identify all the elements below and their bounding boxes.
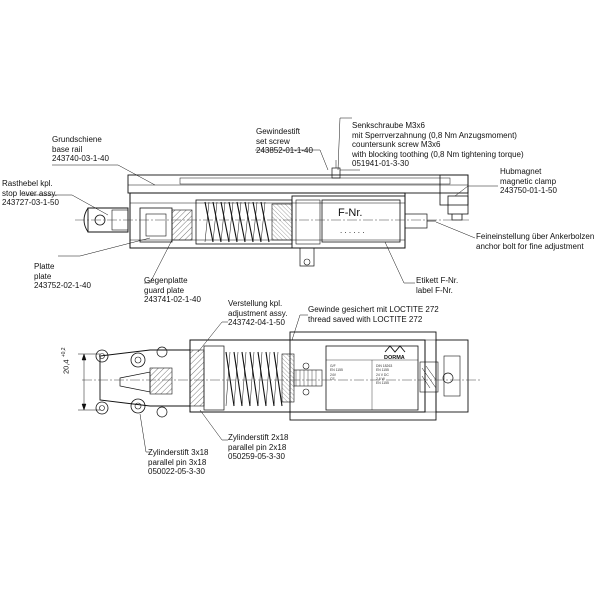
stop-lever bbox=[87, 207, 129, 233]
label-gegenplatte: Gegenplatte guard plate 243741-02-1-40 bbox=[144, 276, 201, 304]
leader-lines-top bbox=[24, 117, 498, 284]
dorma-logo-mark bbox=[384, 345, 406, 353]
label-zylinderstift-2x18: Zylinderstift 2x18 parallel pin 2x18 050… bbox=[228, 433, 289, 461]
fnr-label-box bbox=[321, 199, 401, 243]
label-gewinde: Gewinde gesichert mit LOCTITE 272 thread… bbox=[308, 305, 439, 324]
fnr-title: F-Nr. bbox=[338, 207, 363, 219]
leader-lines-bottom bbox=[139, 314, 308, 453]
label-zylinderstift-3x18: Zylinderstift 3x18 parallel pin 3x18 050… bbox=[148, 448, 209, 476]
label-etikett: Etikett F-Nr. label F-Nr. bbox=[416, 276, 459, 295]
spring-top bbox=[204, 201, 270, 243]
dimension-20-4 bbox=[78, 353, 100, 411]
label-senkschraube: Senkschraube M3x6 mit Sperrverzahnung (0… bbox=[352, 121, 524, 168]
label-hubmagnet: Hubmagnet magnetic clamp 243750-01-1-50 bbox=[500, 167, 557, 195]
top-rail bbox=[179, 177, 451, 185]
nameplate-brand: DORMA bbox=[384, 355, 405, 361]
top-view bbox=[75, 160, 470, 267]
spring-bottom bbox=[225, 351, 283, 407]
label-feineinstellung: Feineinstellung über Ankerbolzen anchor … bbox=[476, 232, 595, 251]
fnr-dots: . . . . . . bbox=[340, 226, 365, 235]
label-gewindestift: Gewindestift set screw 243852-01-1-40 bbox=[256, 127, 313, 155]
label-verstellung: Verstellung kpl. adjustment assy. 243742… bbox=[228, 299, 288, 327]
dimension-text: 20,4 +0,2 bbox=[61, 347, 71, 374]
label-platte: Platte plate 243752-02-1-40 bbox=[34, 262, 91, 290]
bottom-view bbox=[82, 331, 480, 421]
label-rasthebel: Rasthebel kpl. stop lever assy. 243727-0… bbox=[2, 179, 59, 207]
label-grundschiene: Grundschiene base rail 243740-03-1-40 bbox=[52, 135, 109, 163]
nameplate-right-text: DIN 18263 EN 1155 24 V DC 2,6 W EN 1155 bbox=[376, 364, 393, 386]
nameplate-left-text: G/F EN 1155 24V CE bbox=[330, 364, 343, 381]
